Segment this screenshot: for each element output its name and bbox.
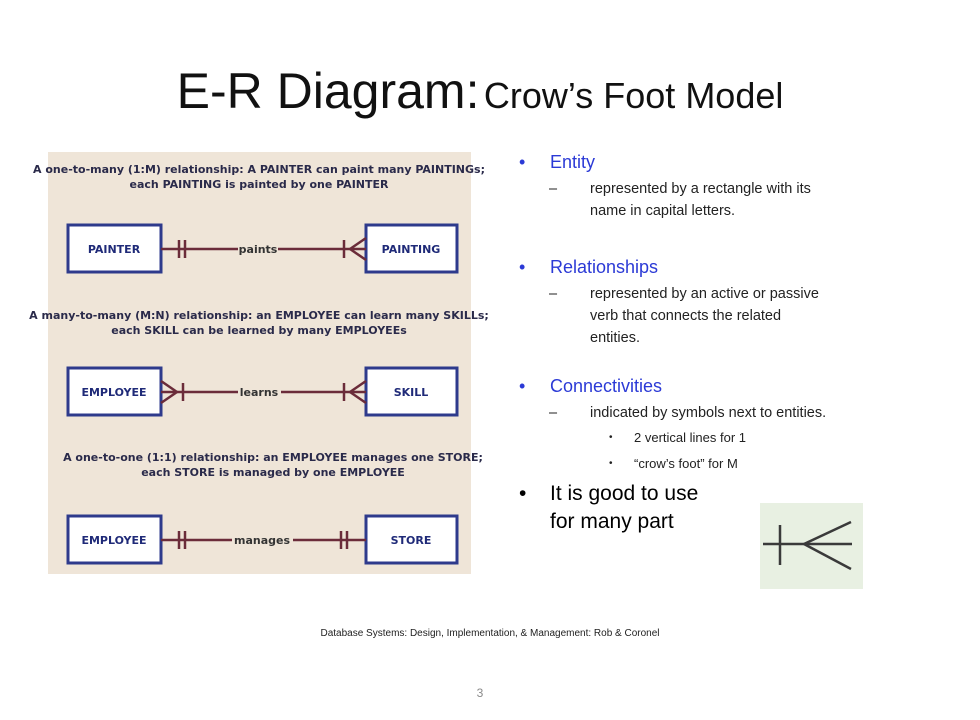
caption-mn-line1: A many-to-many (M:N) relationship: an EM… — [29, 309, 489, 322]
bullet-good-use: It is good to use for many part — [519, 480, 899, 536]
bullet-entity-detail-line2: name in capital letters. — [590, 203, 736, 219]
bullet-relationships-detail-line3: entities. — [590, 330, 640, 346]
entity-skill-label: SKILL — [394, 386, 429, 399]
bullet-connectivities-detail: indicated by symbols next to entities. — [519, 402, 899, 424]
relationship-label-learns: learns — [240, 386, 279, 399]
entity-employee-label-mn: EMPLOYEE — [81, 386, 146, 399]
relationship-label-manages: manages — [234, 534, 290, 547]
bullet-entity-detail: represented by a rectangle with its name… — [519, 178, 899, 222]
slide-title: E-R Diagram: Crow’s Foot Model — [0, 62, 960, 120]
caption-mn-line2: each SKILL can be learned by many EMPLOY… — [111, 324, 407, 337]
bullet-connectivities-title: Connectivities — [519, 374, 899, 398]
bullet-list: Entity represented by a rectangle with i… — [519, 150, 899, 536]
bullet-good-use-line2: for many part — [550, 510, 674, 533]
entity-employee-label-11: EMPLOYEE — [81, 534, 146, 547]
page-number: 3 — [476, 686, 484, 700]
entity-employee-box-mn — [66, 366, 163, 417]
entity-store-label: STORE — [391, 534, 432, 547]
bullet-relationships-detail-line2: verb that connects the related — [590, 308, 782, 324]
bullet-entity-title: Entity — [519, 150, 899, 174]
crows-foot-icon — [763, 520, 852, 571]
bullet-relationships-title: Relationships — [519, 255, 899, 279]
crows-foot-symbol — [760, 503, 863, 589]
entity-store-box — [364, 514, 459, 565]
relationship-line-mn — [160, 379, 367, 405]
crows-foot-diagram: A one-to-many (1:M) relationship: A PAIN… — [29, 163, 489, 565]
relationship-line-11 — [161, 531, 366, 549]
crows-foot-figure: A one-to-many (1:M) relationship: A PAIN… — [29, 152, 489, 574]
citation: Database Systems: Design, Implementation… — [320, 628, 660, 639]
title-sub: Crow’s Foot Model — [483, 75, 784, 116]
caption-11-line1: A one-to-one (1:1) relationship: an EMPL… — [63, 451, 483, 464]
title-main: E-R Diagram: — [176, 63, 480, 119]
entity-painter-label: PAINTER — [88, 243, 141, 256]
caption-11-line2: each STORE is managed by one EMPLOYEE — [141, 466, 405, 479]
relationship-line-1m — [161, 236, 367, 262]
bullet-good-use-line1: It is good to use — [550, 482, 699, 505]
entity-painter-box — [66, 223, 163, 274]
entity-painting-box — [364, 223, 459, 274]
bullet-connectivities-sub1: 2 vertical lines for 1 — [519, 428, 899, 448]
bullet-connectivities-sub2: “crow’s foot” for M — [519, 454, 899, 474]
bullet-relationships-detail: represented by an active or passive verb… — [519, 283, 899, 349]
bullet-relationships-detail-line1: represented by an active or passive — [590, 286, 819, 302]
caption-1m-line2: each PAINTING is painted by one PAINTER — [130, 178, 389, 191]
relationship-label-paints: paints — [239, 243, 278, 256]
bullet-entity-detail-line1: represented by a rectangle with its — [590, 181, 811, 197]
entity-employee-box-11 — [66, 514, 163, 565]
entity-painting-label: PAINTING — [382, 243, 441, 256]
caption-1m-line1: A one-to-many (1:M) relationship: A PAIN… — [33, 163, 485, 176]
